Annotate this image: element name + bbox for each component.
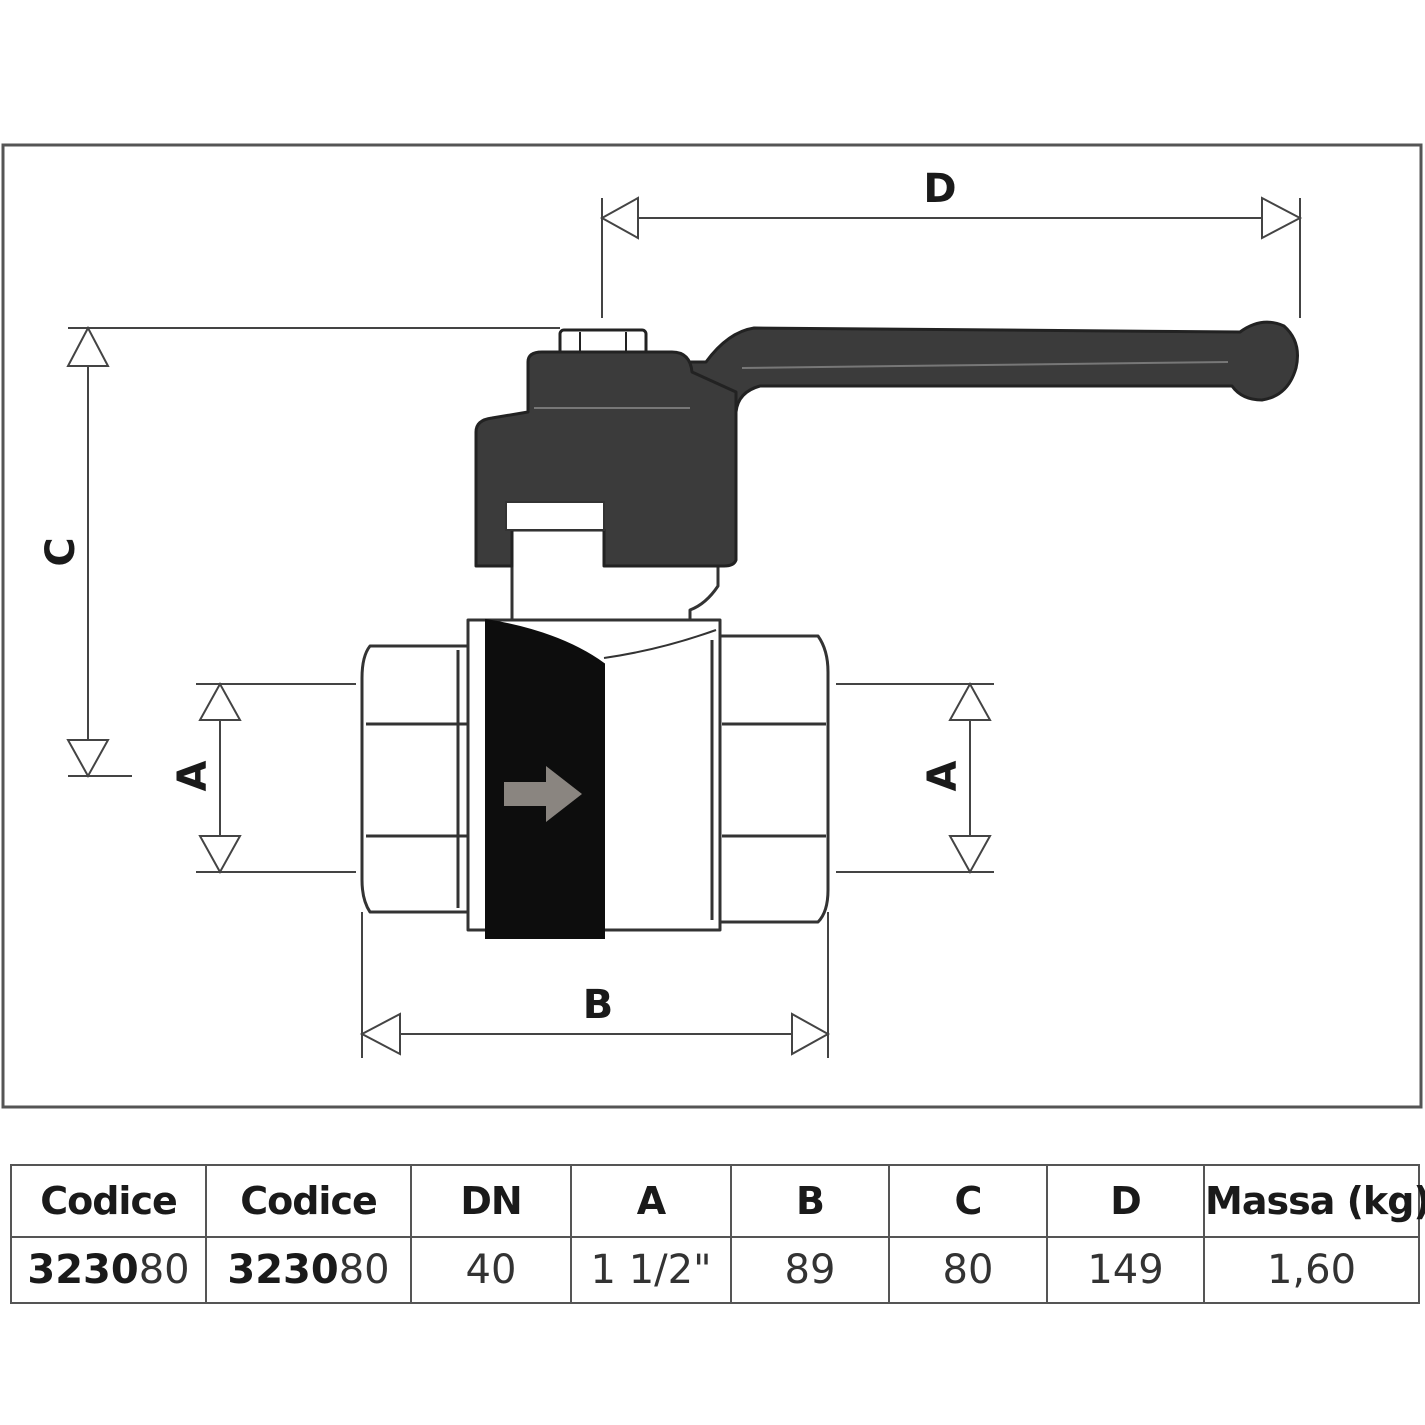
cell-code-1: 323080: [10, 1236, 207, 1304]
cell-b: 89: [730, 1236, 890, 1304]
header-c: C: [888, 1164, 1048, 1238]
table-row: 323080 323080 40 1 1/2" 89 80 149 1,60: [10, 1236, 1420, 1304]
header-dn: DN: [410, 1164, 572, 1238]
cell-a: 1 1/2": [570, 1236, 732, 1304]
dimension-b-label: B: [583, 982, 614, 1028]
dimension-a-left: [196, 681, 356, 875]
header-d: D: [1046, 1164, 1205, 1238]
flow-direction-arrow-icon: [504, 766, 582, 822]
header-code-2: Codice: [205, 1164, 412, 1238]
code-2-prefix: 3230: [227, 1247, 339, 1293]
code-2-suffix: 80: [338, 1247, 390, 1293]
code-1-suffix: 80: [138, 1247, 190, 1293]
dimension-a-left-label: A: [170, 760, 216, 791]
header-b: B: [730, 1164, 890, 1238]
table-header-row: Codice Codice DN A B C D Massa (kg): [10, 1164, 1425, 1238]
dimension-d: [599, 196, 1303, 318]
dimension-c: [66, 325, 560, 779]
cell-d: 149: [1046, 1236, 1205, 1304]
dimension-a-right-label: A: [920, 760, 966, 791]
flow-band: [485, 618, 605, 939]
dimension-b: [359, 912, 831, 1058]
specification-table: Codice Codice DN A B C D Massa (kg) 3230…: [10, 1164, 1425, 1304]
header-mass: Massa (kg): [1203, 1164, 1425, 1238]
header-a: A: [570, 1164, 732, 1238]
code-1-prefix: 3230: [27, 1247, 139, 1293]
dimension-d-label: D: [923, 166, 956, 212]
cell-c: 80: [888, 1236, 1048, 1304]
cell-code-2: 323080: [205, 1236, 412, 1304]
dimension-a-right: [836, 681, 994, 875]
header-code-1: Codice: [10, 1164, 207, 1238]
cell-dn: 40: [410, 1236, 572, 1304]
dimension-c-label: C: [38, 537, 84, 566]
stem-window: [505, 501, 605, 531]
cell-mass: 1,60: [1203, 1236, 1420, 1304]
